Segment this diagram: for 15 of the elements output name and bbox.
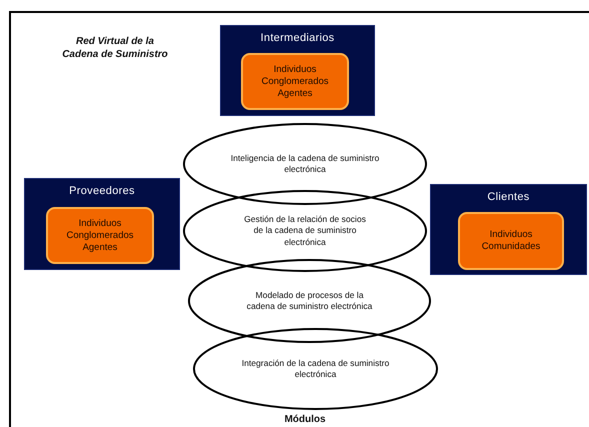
- category-panel: [430, 184, 587, 275]
- module-text: Gestión de la relación de socios de la cadena de suministro electrónica: [243, 214, 367, 248]
- module-text: Modelado de procesos de la cadena de suministro electrónica: [246, 290, 374, 312]
- module-text: Inteligencia de la cadena de suministro electrónica: [230, 152, 380, 176]
- diagram-title: Red Virtual de la Cadena de Suministro: [61, 35, 169, 61]
- panel-heading: Clientes: [486, 191, 531, 203]
- category-panel: [220, 25, 375, 116]
- member-box: Individuos Conglomerados Agentes: [241, 53, 349, 110]
- panel-heading: Proveedores: [68, 185, 136, 197]
- modules-label: Módulos: [283, 414, 327, 425]
- member-box: Individuos Conglomerados Agentes: [46, 207, 154, 264]
- panel-heading: Intermediarios: [260, 32, 336, 44]
- member-box: Individuos Comunidades: [458, 212, 564, 270]
- module-text: Integración de la cadena de suministro electrónica: [240, 358, 390, 380]
- category-panel: [24, 178, 180, 270]
